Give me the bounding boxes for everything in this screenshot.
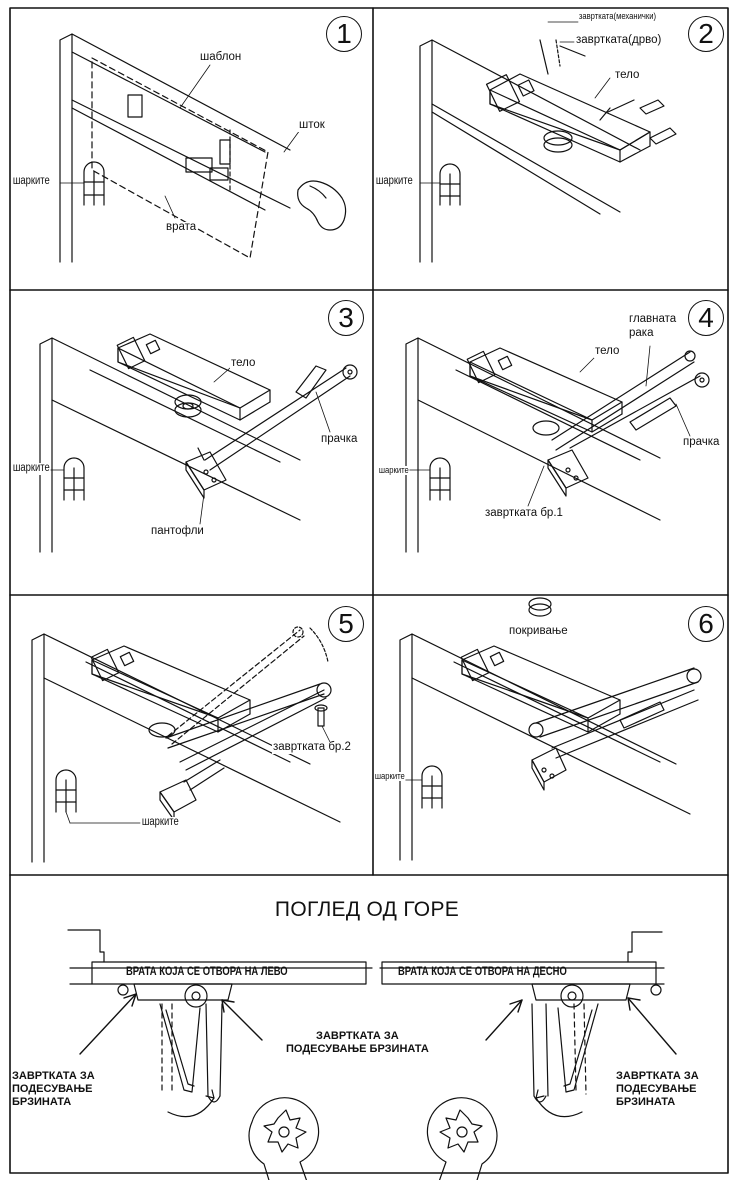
label-main-arm: главната рака (628, 312, 678, 340)
label-hinges-3: шарките (12, 462, 51, 475)
panel-1-drawing (59, 33, 347, 263)
step-number-5: 5 (328, 606, 364, 642)
label-body-2: тело (614, 69, 641, 82)
label-door-opens-right: ВРАТА КОЈА СЕ ОТВОРА НА ДЕСНО (398, 966, 567, 978)
label-screw-2: завртката бр.2 (272, 741, 352, 754)
label-hinges-1: шарките (12, 175, 51, 188)
label-screw-mechanical: завртката(механички) (578, 11, 657, 21)
step-number-4: 4 (688, 300, 724, 336)
panel-3-drawing (39, 333, 358, 553)
label-hinges-6: шарките (374, 771, 406, 781)
step-number-2: 2 (688, 16, 724, 52)
label-slippers: пантофли (150, 525, 205, 538)
panel-6-drawing (399, 597, 702, 861)
step-number-1: 1 (326, 16, 362, 52)
step-number-3: 3 (328, 300, 364, 336)
panel-4-drawing (405, 337, 710, 553)
label-screw-1: завртката бр.1 (484, 507, 564, 520)
label-screw-wood: завртката(дрво) (575, 34, 663, 47)
label-body-3: тело (230, 357, 257, 370)
label-rod: шток (298, 119, 326, 132)
label-speed-screw-left: ЗАВРТКАТА ЗА ПОДЕСУВАЊЕ БРЗИНАТА (12, 1070, 95, 1108)
panel-2-drawing (419, 21, 677, 263)
top-view-title: ПОГЛЕД ОД ГОРЕ (274, 898, 460, 921)
label-hinges-4: шарките (378, 465, 410, 475)
label-door-opens-left: ВРАТА КОЈА СЕ ОТВОРА НА ЛЕВО (126, 966, 288, 978)
label-speed-screw-center: ЗАВРТКАТА ЗА ПОДЕСУВАЊЕ БРЗИНАТА (286, 1030, 429, 1055)
label-hinges-2: шарките (375, 175, 414, 188)
panel-5-drawing (31, 626, 341, 863)
step-number-6: 6 (688, 606, 724, 642)
label-spring-4: прачка (682, 436, 721, 449)
label-speed-screw-right: ЗАВРТКАТА ЗА ПОДЕСУВАЊЕ БРЗИНАТА (616, 1070, 699, 1108)
label-template: шаблон (199, 51, 243, 64)
label-spring-3: прачка (320, 433, 359, 446)
label-hinges-5: шарките (141, 816, 180, 829)
label-cover: покривање (508, 625, 569, 638)
label-body-4: тело (594, 345, 621, 358)
label-door: врата (165, 221, 198, 234)
top-view-drawing (67, 929, 677, 1180)
panel-grid (9, 7, 729, 1174)
